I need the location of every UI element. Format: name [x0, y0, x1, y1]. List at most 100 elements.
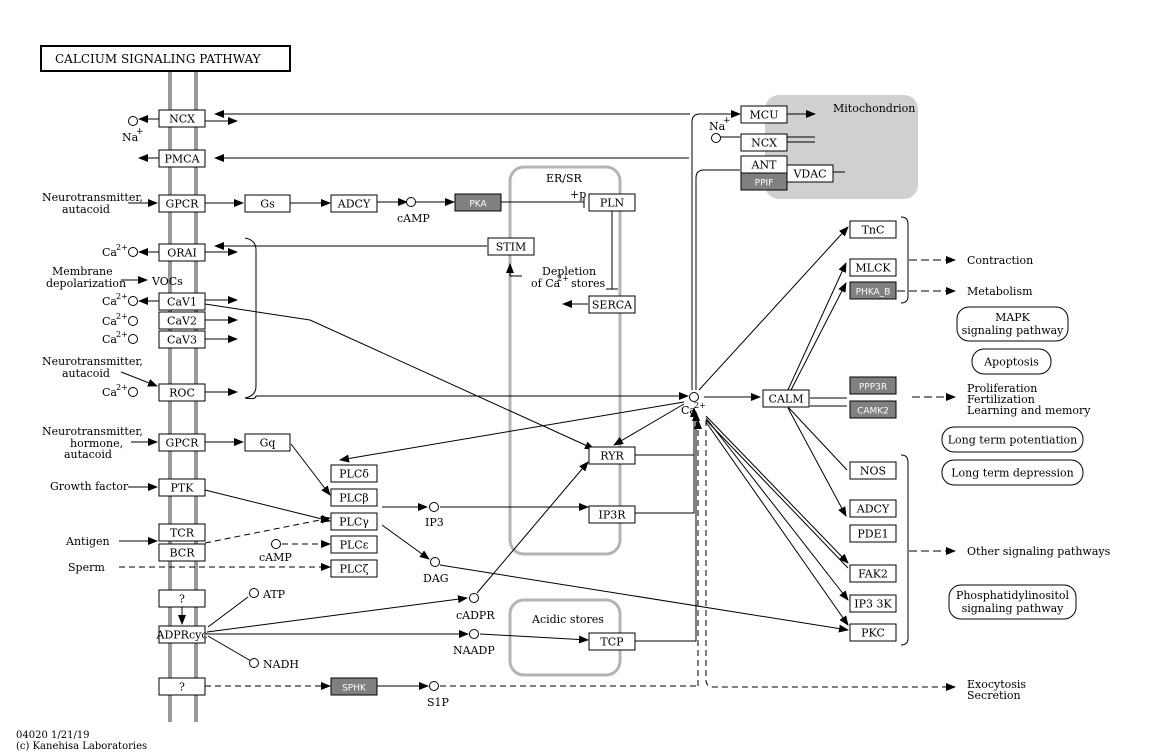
- gene-node-bcr[interactable]: BCR: [158, 543, 206, 562]
- gene-node-pka[interactable]: PKA: [454, 193, 502, 212]
- pathway-label: signaling pathway: [962, 324, 1065, 337]
- compound-node[interactable]: [469, 629, 479, 639]
- gene-node-plcd[interactable]: PLCδ: [330, 464, 378, 483]
- gene-node-gq[interactable]: Gq: [244, 433, 291, 452]
- gene-node-pln[interactable]: PLN: [588, 193, 636, 212]
- gene-node-calm[interactable]: CALM: [762, 389, 810, 408]
- input-label: autacoid: [62, 367, 110, 380]
- compound-node[interactable]: [128, 116, 138, 126]
- gene-node-ppif[interactable]: PPIF: [740, 172, 788, 191]
- gene-node-orai[interactable]: ORAI: [158, 243, 206, 262]
- gene-node-tnc[interactable]: TnC: [849, 220, 897, 239]
- gene-node-tcp[interactable]: TCP: [588, 632, 636, 651]
- gene-node-roc[interactable]: ROC: [158, 383, 206, 402]
- gene-node-adcy1[interactable]: ADCY: [330, 194, 378, 213]
- edges: [119, 110, 956, 691]
- gene-node-ryr[interactable]: RYR: [588, 446, 636, 465]
- gene-label: TnC: [862, 224, 885, 237]
- gene-label: PLCδ: [339, 468, 369, 481]
- compound-node[interactable]: [469, 593, 479, 603]
- gene-node-pmca[interactable]: PMCA: [158, 149, 206, 168]
- gene-node-tcr[interactable]: TCR: [158, 523, 206, 542]
- gene-node-stim[interactable]: STIM: [487, 237, 535, 256]
- outcome-label: Secretion: [967, 689, 1021, 702]
- compound-node[interactable]: [128, 387, 138, 397]
- compound-node[interactable]: [430, 557, 440, 567]
- compound-node[interactable]: [271, 539, 281, 549]
- gene-label: ADCY: [337, 198, 371, 211]
- gene-node-q2[interactable]: ?: [158, 677, 206, 696]
- gene-node-ant[interactable]: ANT: [740, 155, 788, 174]
- gene-node-sphk[interactable]: SPHK: [330, 677, 378, 696]
- gene-node-ncx2[interactable]: NCX: [740, 133, 788, 152]
- pathway-link-ltd[interactable]: Long term depression: [941, 459, 1084, 486]
- page-title: CALCIUM SIGNALING PATHWAY: [55, 52, 262, 66]
- gene-node-gs[interactable]: Gs: [244, 194, 291, 213]
- gene-node-gpcr1[interactable]: GPCR: [158, 194, 206, 213]
- gene-node-adprc[interactable]: ADPRcyc: [156, 625, 208, 644]
- input-label: Membrane: [52, 265, 113, 278]
- gene-label: PLCε: [340, 539, 369, 552]
- gene-label: ?: [179, 681, 185, 694]
- compound-node[interactable]: [429, 502, 439, 512]
- gene-node-ip33k[interactable]: IP3 3K: [849, 594, 897, 613]
- compound-label: cAMP: [259, 551, 292, 564]
- gene-node-gpcr2[interactable]: GPCR: [158, 433, 206, 452]
- pathway-link-apoptosis[interactable]: Apoptosis: [971, 348, 1052, 375]
- gene-label: ADPRcyc: [156, 629, 208, 642]
- gene-node-cav2[interactable]: CaV2: [158, 311, 206, 330]
- compound-node[interactable]: [128, 316, 138, 326]
- compound-node[interactable]: [128, 334, 138, 344]
- gene-node-mlck[interactable]: MLCK: [849, 258, 897, 277]
- gene-node-ptk[interactable]: PTK: [158, 478, 206, 497]
- compound-node[interactable]: [249, 658, 259, 668]
- gene-label: ROC: [169, 387, 195, 400]
- gene-label: NOS: [860, 465, 886, 478]
- gene-node-plce[interactable]: PLCε: [330, 535, 378, 554]
- gene-node-ip3r[interactable]: IP3R: [588, 505, 636, 524]
- gene-node-serca[interactable]: SERCA: [588, 295, 636, 314]
- compound-node[interactable]: [128, 296, 138, 306]
- input-label: Neurotransmitter,: [42, 355, 143, 368]
- input-label: VOCs: [151, 275, 183, 288]
- gene-label: FAK2: [858, 568, 888, 581]
- gene-node-cav1[interactable]: CaV1: [158, 292, 206, 311]
- gene-label: PLCβ: [339, 492, 368, 505]
- gene-node-vdac[interactable]: VDAC: [786, 164, 834, 183]
- outcome-label: Other signaling pathways: [967, 545, 1111, 558]
- gene-node-camk2[interactable]: CAMK2: [849, 400, 897, 419]
- title-box: [40, 45, 291, 72]
- gene-node-mcu[interactable]: MCU: [740, 105, 788, 124]
- gene-node-ppp3r[interactable]: PPP3R: [849, 376, 897, 395]
- gene-label: PDE1: [857, 528, 888, 541]
- compound-node[interactable]: [429, 681, 439, 691]
- compound-label: 2+: [116, 243, 128, 252]
- gene-node-pkc[interactable]: PKC: [849, 623, 897, 642]
- compound-node[interactable]: [249, 588, 259, 598]
- input-label: Sperm: [68, 561, 105, 574]
- gene-node-cav3[interactable]: CaV3: [158, 330, 206, 349]
- gene-node-plcz[interactable]: PLCζ: [330, 559, 378, 578]
- compound-node[interactable]: [128, 247, 138, 257]
- compound-node[interactable]: [406, 197, 416, 207]
- gene-node-adcy2[interactable]: ADCY: [849, 499, 897, 518]
- pathway-link-ltp[interactable]: Long term potentiation: [941, 426, 1084, 453]
- compound-node[interactable]: [689, 392, 699, 402]
- compound-label: +: [723, 116, 731, 126]
- gene-node-plcg[interactable]: PLCγ: [330, 512, 378, 531]
- gene-node-nos[interactable]: NOS: [849, 461, 897, 480]
- gene-node-ncx1[interactable]: NCX: [158, 109, 206, 128]
- gene-node-plcb[interactable]: PLCβ: [330, 488, 378, 507]
- gene-node-fak2[interactable]: FAK2: [849, 564, 897, 583]
- gene-label: PHKA_B: [856, 288, 891, 298]
- gene-node-phka[interactable]: PHKA_B: [849, 281, 897, 300]
- input-label: depolarization: [46, 277, 126, 290]
- gene-node-pde1[interactable]: PDE1: [849, 524, 897, 543]
- compound-node[interactable]: [711, 133, 721, 143]
- compound-label: ATP: [262, 588, 286, 601]
- gene-label: CALM: [769, 393, 804, 406]
- gene-label: TCP: [600, 636, 624, 649]
- gene-node-q1[interactable]: ?: [158, 589, 206, 608]
